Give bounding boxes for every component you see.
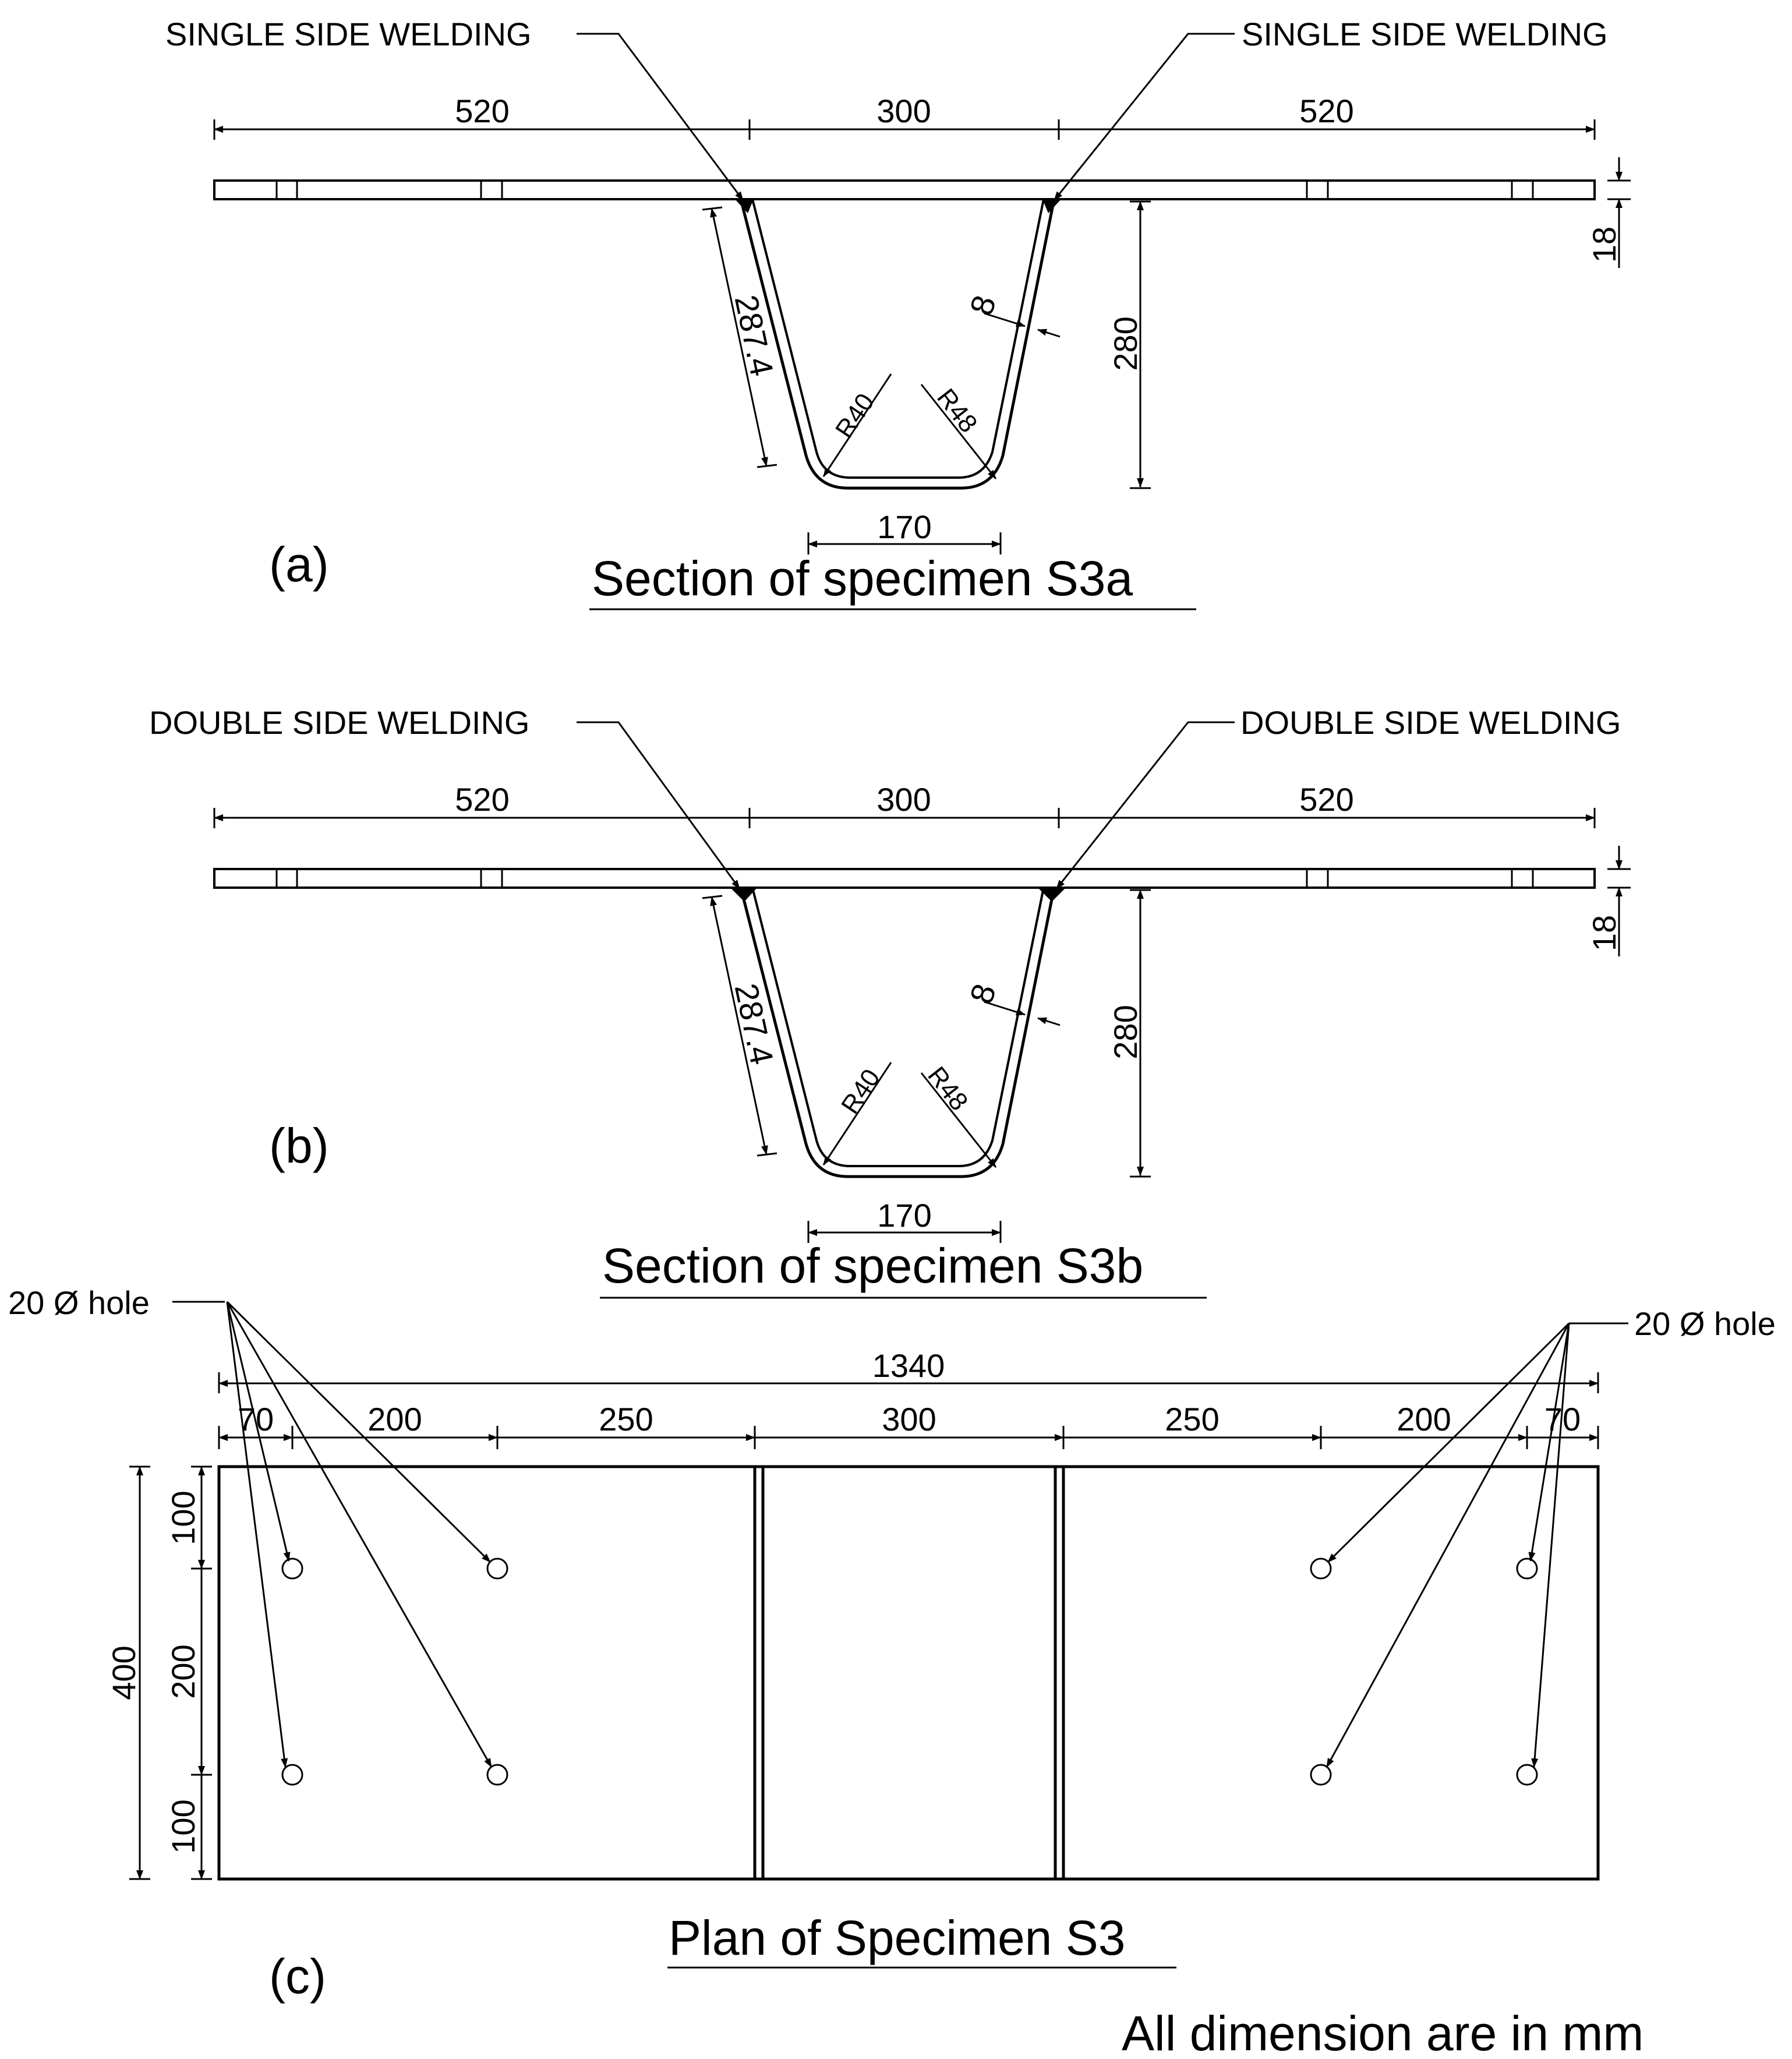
s3b-dim-left-width: 520 (455, 781, 509, 818)
dim-overall-width: 400 (105, 1645, 142, 1700)
dim-width-segment: 200 (165, 1644, 202, 1698)
s3b-weld-left-label: DOUBLE SIDE WELDING (149, 704, 529, 741)
hole-marker (486, 1558, 508, 1580)
dim-segment: 200 (367, 1401, 422, 1438)
plan-s3: 20 Ø hole 20 Ø hole 1340 70 200 250 300 … (8, 1284, 1776, 2004)
hole-leader (1531, 1323, 1570, 1768)
s3b-panel-label: (b) (269, 1118, 329, 1173)
s3a-dim-left-width: 520 (455, 93, 509, 129)
s3a-dim-rib-thickness: 8 (963, 291, 1003, 319)
hole-leader (226, 1301, 288, 1768)
plan-plate-outline (217, 1465, 1600, 1881)
s3a-dim-outer-radius: R48 (931, 383, 982, 438)
s3a-dim-inner-radius: R40 (830, 389, 880, 443)
hole-marker (1310, 1764, 1332, 1786)
dim-segment: 70 (238, 1401, 274, 1438)
hole-marker (281, 1558, 303, 1580)
dim-segment: 70 (1544, 1401, 1581, 1438)
s3a-panel-label: (a) (269, 537, 329, 592)
s3a-weld-leader-left (577, 33, 744, 201)
s3b-dim-right-width: 520 (1299, 781, 1353, 818)
s3b-dim-bottom-width: 170 (877, 1197, 931, 1234)
hole-marker (1516, 1764, 1538, 1786)
hole-label-left: 20 Ø hole (8, 1284, 150, 1321)
dim-segment: 200 (1397, 1401, 1451, 1438)
s3b-weld-leader-right (1055, 721, 1235, 889)
s3a-title: Section of specimen S3a (592, 551, 1133, 606)
s3a-dim-bottom-width: 170 (877, 508, 931, 545)
s3a-dim-rib-depth: 280 (1107, 316, 1144, 370)
s3b-dim-plate-thickness: 18 (1586, 915, 1623, 951)
section-s3a: SINGLE SIDE WELDING SINGLE SIDE WELDING … (165, 16, 1631, 610)
hole-marker (1516, 1558, 1538, 1580)
s3a-weld-leader-right (1053, 33, 1235, 201)
s3a-dim-plate-thickness: 18 (1586, 227, 1623, 263)
s3b-dim-web-length: 287.4 (728, 980, 781, 1068)
s3a-section-geometry (214, 119, 1631, 555)
hole-leader (226, 1301, 492, 1563)
s3a-weld-right (1042, 199, 1061, 213)
dim-segment: 250 (599, 1401, 653, 1438)
s3a-dim-mid-width: 300 (876, 93, 931, 129)
dim-width-segment: 100 (165, 1799, 202, 1853)
hole-leader (1327, 1322, 1570, 1563)
plan-panel-label: (c) (269, 1949, 326, 2004)
s3b-dim-inner-radius: R40 (836, 1064, 886, 1119)
plan-title: Plan of Specimen S3 (669, 1910, 1125, 1965)
s3a-weld-right-label: SINGLE SIDE WELDING (1242, 16, 1608, 52)
s3b-dim-mid-width: 300 (876, 781, 931, 818)
hole-leader (226, 1301, 291, 1562)
s3a-dim-web-length: 287.4 (728, 292, 781, 379)
s3b-dim-rib-depth: 280 (1107, 1005, 1144, 1059)
hole-marker (281, 1764, 303, 1786)
s3b-weld-right-label: DOUBLE SIDE WELDING (1240, 704, 1621, 741)
hole-leader (1528, 1323, 1570, 1562)
hole-marker (486, 1764, 508, 1786)
units-note: All dimension are in mm (1122, 2006, 1643, 2059)
s3b-dim-outer-radius: R48 (922, 1061, 973, 1116)
s3b-section-geometry (214, 808, 1631, 1243)
s3a-weld-left-label: SINGLE SIDE WELDING (165, 16, 532, 52)
s3b-title: Section of specimen S3b (602, 1238, 1143, 1293)
hole-label-right: 20 Ø hole (1634, 1305, 1776, 1342)
section-s3b: DOUBLE SIDE WELDING DOUBLE SIDE WELDING … (149, 704, 1631, 1299)
s3b-weld-left (730, 888, 757, 902)
dim-segment: 250 (1165, 1401, 1219, 1438)
s3b-weld-leader-left (577, 721, 741, 889)
s3a-weld-left (735, 199, 754, 213)
hole-leader (226, 1301, 493, 1768)
s3b-dim-rib-thickness: 8 (963, 979, 1003, 1008)
s3a-dim-right-width: 520 (1299, 93, 1353, 129)
dim-segment: 300 (882, 1401, 936, 1438)
hole-leader (1326, 1323, 1570, 1768)
dim-overall-length: 1340 (872, 1347, 945, 1384)
s3b-weld-right (1038, 888, 1066, 902)
hole-marker (1310, 1558, 1332, 1580)
dim-width-segment: 100 (165, 1491, 202, 1545)
